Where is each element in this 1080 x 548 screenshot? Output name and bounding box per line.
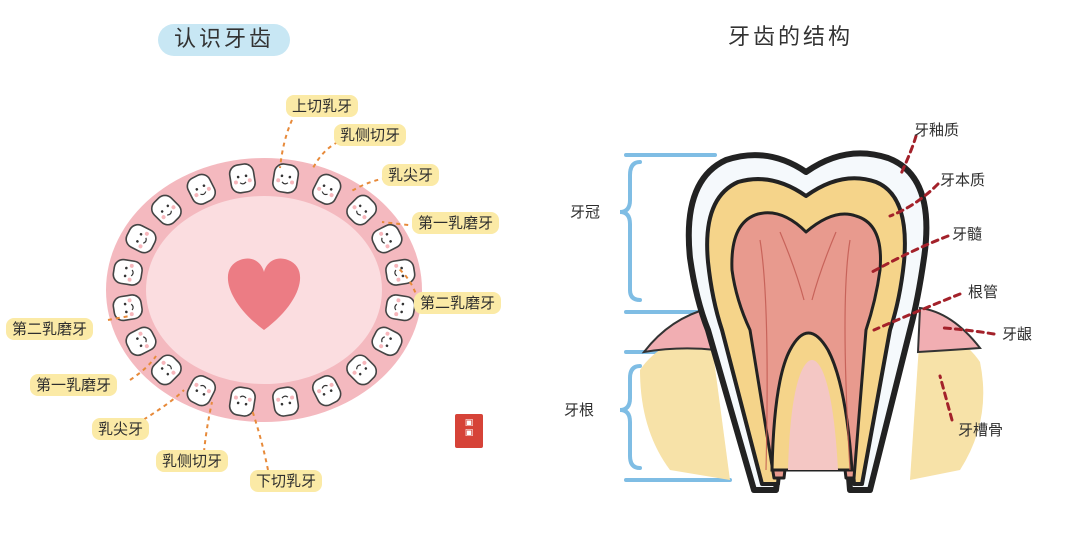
leader-lower-second-molar [107, 315, 131, 321]
leader-gum [942, 326, 996, 336]
label-lower-second-molar: 第二乳磨牙 [6, 318, 94, 340]
baby-tooth [371, 223, 403, 254]
baby-tooth [112, 294, 143, 322]
tooth-structure-diagram [619, 134, 996, 493]
leader-enamel [898, 134, 918, 178]
label-crown: 牙冠 [570, 203, 601, 221]
baby-tooth [125, 223, 157, 254]
label-lower-first-molar: 第一乳磨牙 [30, 374, 118, 396]
baby-tooth [385, 258, 416, 286]
baby-tooth [125, 326, 157, 357]
teeth-group [112, 163, 416, 417]
label-upper-canine: 乳尖牙 [382, 164, 440, 186]
dental-arch-diagram [106, 119, 422, 471]
label-lower-canine: 乳尖牙 [92, 418, 150, 440]
leader-root-canal [872, 292, 962, 332]
baby-tooth [186, 173, 217, 205]
baby-tooth [311, 375, 342, 407]
label-upper-central-incisor: 上切乳牙 [286, 95, 359, 117]
root-inner-gum [788, 360, 838, 470]
alveolar-bone-left [640, 330, 730, 480]
label-lower-central-incisor: 下切乳牙 [250, 470, 323, 492]
label-alveolar-bone: 牙槽骨 [958, 421, 1004, 439]
baby-tooth [150, 194, 182, 226]
label-dentin: 牙本质 [940, 171, 986, 189]
label-root: 牙根 [564, 401, 595, 419]
red-seal-stamp-icon: ▣▣ [455, 414, 483, 448]
baby-tooth [346, 354, 378, 386]
baby-tooth [150, 354, 182, 386]
root-bracket [619, 364, 642, 470]
baby-tooth [371, 326, 403, 357]
baby-tooth [112, 258, 143, 286]
label-upper-lateral-incisor: 乳侧切牙 [334, 124, 407, 146]
label-upper-first-molar: 第一乳磨牙 [412, 212, 500, 234]
label-root-canal: 根管 [968, 283, 999, 301]
label-enamel: 牙釉质 [914, 121, 960, 139]
leader-dentin [888, 182, 940, 218]
baby-tooth [228, 386, 256, 417]
leader-pulp [870, 234, 950, 274]
crown-bracket [619, 160, 642, 302]
leader-lower-lateral [203, 401, 213, 453]
baby-tooth [228, 163, 256, 194]
heart-icon [227, 258, 301, 330]
label-gum: 牙龈 [1002, 325, 1033, 343]
baby-tooth [272, 386, 300, 417]
label-lower-lateral-incisor: 乳侧切牙 [156, 450, 229, 472]
baby-tooth [272, 163, 300, 194]
baby-tooth [311, 173, 342, 205]
baby-tooth [385, 294, 416, 322]
baby-tooth [346, 194, 378, 226]
gum-right [916, 306, 982, 354]
leader-lower-central [251, 409, 269, 471]
leader-alveolar-bone [938, 374, 954, 422]
baby-tooth [186, 375, 217, 407]
leader-upper-central [279, 119, 293, 169]
right-title: 牙齿的结构 [728, 25, 854, 50]
left-title: 认识牙齿 [158, 24, 291, 56]
label-pulp: 牙髓 [952, 225, 983, 243]
leader-lower-first-molar [129, 355, 157, 381]
label-upper-second-molar: 第二乳磨牙 [414, 292, 502, 314]
